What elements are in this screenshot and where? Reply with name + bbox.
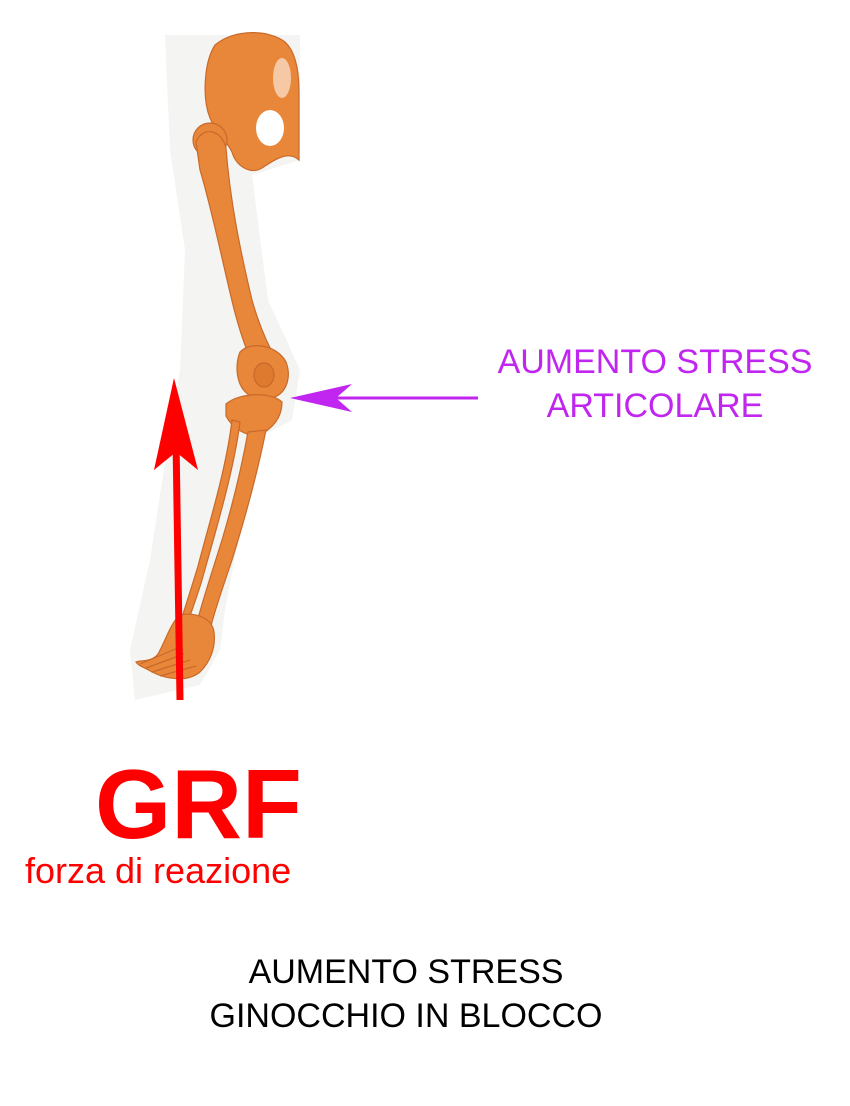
grf-title: GRF bbox=[95, 749, 302, 859]
leg-silhouette-shadow bbox=[130, 35, 300, 700]
arrow-left-icon bbox=[290, 384, 478, 412]
arrow-up-icon bbox=[154, 378, 198, 701]
annotation-line-2: ARTICOLARE bbox=[546, 387, 764, 425]
joint-stress-annotation: AUMENTO STRESS ARTICOLARE bbox=[470, 340, 840, 428]
leg-skeleton bbox=[135, 32, 300, 680]
caption-line-2: GINOCCHIO IN BLOCCO bbox=[209, 997, 603, 1035]
toe-lines bbox=[139, 647, 197, 677]
caption-line-1: AUMENTO STRESS bbox=[248, 953, 564, 991]
obturator-hole bbox=[256, 110, 284, 146]
annotation-line-1: AUMENTO STRESS bbox=[497, 343, 813, 381]
pelvis-notch bbox=[273, 58, 291, 98]
diagram-caption: AUMENTO STRESS GINOCCHIO IN BLOCCO bbox=[0, 950, 812, 1038]
femur-bone bbox=[195, 131, 273, 363]
patella-bone bbox=[253, 362, 275, 388]
grf-subtitle: forza di reazione bbox=[25, 850, 292, 891]
